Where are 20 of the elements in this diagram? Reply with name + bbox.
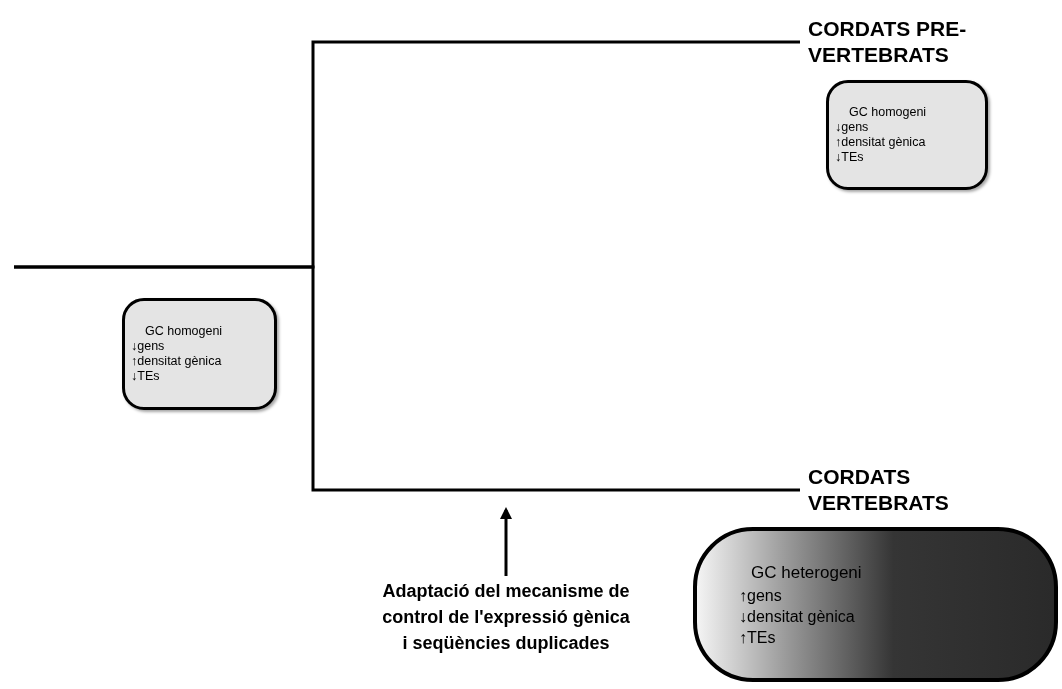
box-heading: GC homogeni [145, 324, 223, 339]
arrow [500, 507, 512, 576]
trait-line: ↓gens [131, 339, 165, 354]
trait-line: ↑TEs [739, 627, 776, 648]
tree-branch [14, 265, 800, 492]
trait-line: ↓TEs [131, 369, 160, 384]
feature-box [122, 298, 277, 410]
box-heading: GC heterogeni [751, 561, 862, 583]
annotation-text: Adaptació del mecanisme de control de l'expressió gènica i seqüències duplicades [381, 578, 631, 656]
trait-line: ↓gens [835, 120, 869, 135]
feature-box [826, 80, 988, 190]
clade-label: CORDATS PRE-VERTEBRATS [808, 16, 998, 68]
trait-line: ↑densitat gènica [835, 135, 926, 150]
trait-line: ↓TEs [835, 150, 864, 165]
trait-line: ↑densitat gènica [131, 354, 222, 369]
gradient-feature-box [693, 527, 1058, 682]
box-heading: GC homogeni [849, 105, 927, 120]
clade-label: CORDATS VERTEBRATS [808, 464, 998, 516]
trait-line: ↑gens [739, 585, 782, 606]
trait-line: ↓densitat gènica [739, 606, 855, 627]
